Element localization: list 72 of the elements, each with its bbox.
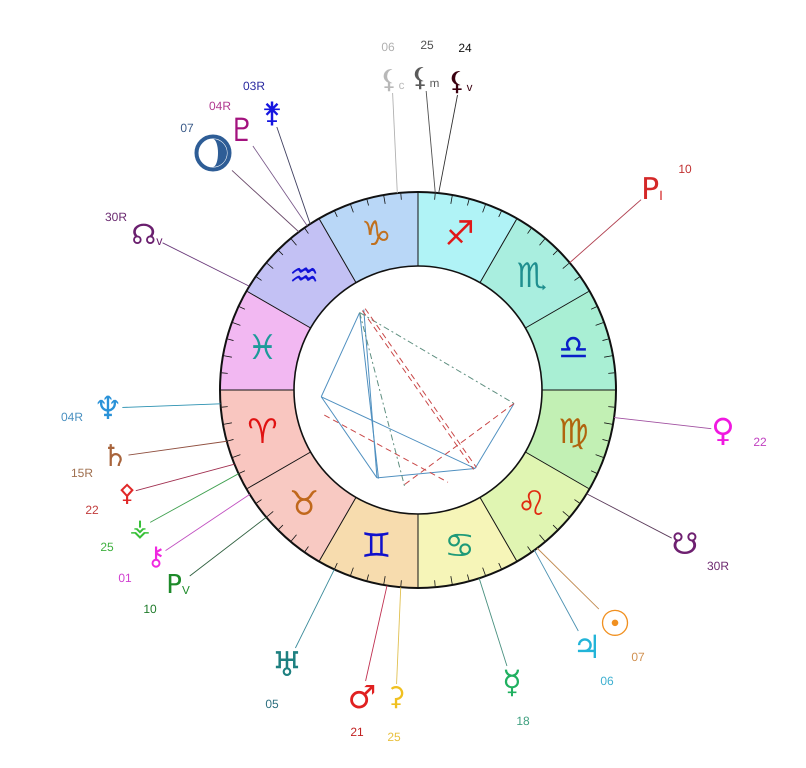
astro-symbol: ♀ — [711, 414, 735, 446]
degree-label: 25 — [420, 39, 434, 51]
astro-symbol: ♄ — [102, 442, 128, 472]
astro-symbol: ⚴ — [118, 481, 136, 505]
astro-symbol: ♅ — [272, 648, 302, 682]
leader-line — [165, 494, 250, 552]
leader-line — [426, 90, 436, 194]
astro-symbol: ♆ — [94, 392, 122, 424]
astro-symbol: ♇ — [228, 114, 256, 146]
degree-label: 25 — [387, 731, 401, 743]
degree-label: 01 — [118, 572, 132, 584]
degree-label: 30R — [707, 560, 729, 572]
degree-label: 22 — [753, 436, 767, 448]
degree-label: 04R — [61, 411, 83, 423]
degree-label: 07 — [631, 651, 645, 663]
zodiac-sign-symbol: ♉ — [288, 486, 320, 521]
zodiac-sign-symbol: ♌ — [516, 486, 548, 521]
degree-label: 24 — [458, 42, 472, 54]
leader-line — [438, 94, 458, 194]
zodiac-sign-symbol: ♍ — [558, 414, 589, 449]
degree-label: 22 — [85, 504, 99, 516]
leader-line — [294, 569, 335, 648]
leader-line — [478, 578, 508, 666]
leader-line — [365, 585, 388, 682]
leader-line — [396, 586, 402, 684]
leader-line — [232, 170, 300, 232]
leader-line — [276, 126, 311, 224]
zodiac-sign-symbol: ♑ — [361, 217, 392, 252]
degree-label: 18 — [516, 715, 530, 727]
zodiac-sign-symbol: ♎ — [558, 331, 589, 366]
degree-label: 21 — [350, 726, 364, 738]
astro-symbol: ☋ — [672, 530, 698, 560]
leader-line — [586, 493, 672, 538]
astro-symbol: ☿ — [502, 666, 522, 698]
leader-line — [150, 473, 239, 523]
zodiac-sign-symbol: ♓ — [247, 331, 278, 366]
degree-label: 10 — [678, 163, 692, 175]
astro-symbol: ☉ — [598, 607, 632, 643]
leader-line — [536, 548, 600, 610]
leader-line — [189, 516, 267, 576]
leader-line — [392, 92, 398, 194]
zodiac-sign-symbol: ♊ — [361, 528, 392, 562]
degree-label: 06 — [381, 41, 395, 53]
leader-line — [569, 199, 642, 264]
astro-symbol: ⚵ — [262, 99, 282, 127]
leader-line — [614, 417, 712, 430]
astro-symbol: ⚳ — [386, 684, 406, 710]
astro-symbol: ♂ — [348, 681, 376, 713]
moon-phase-icon — [194, 134, 232, 172]
degree-label: 03R — [243, 80, 265, 92]
degree-label: 06 — [600, 675, 614, 687]
astro-symbol: ♃ — [572, 631, 602, 663]
degree-label: 15R — [71, 467, 93, 479]
zodiac-sign-symbol: ♋ — [444, 528, 475, 562]
zodiac-sign-symbol: ♒ — [288, 259, 320, 294]
degree-label: 04R — [209, 100, 231, 112]
leader-line — [122, 403, 221, 408]
astro-symbol: ⚷ — [146, 544, 166, 570]
degree-label: 10 — [143, 603, 157, 615]
leader-line — [252, 146, 308, 226]
leader-line — [162, 242, 250, 287]
degree-label: 25 — [100, 541, 114, 553]
degree-label: 30R — [105, 211, 127, 223]
leader-line — [128, 440, 228, 456]
zodiac-sign-symbol: ♏ — [516, 259, 548, 294]
degree-label: 07 — [180, 122, 194, 134]
zodiac-sign-symbol: ♈ — [247, 414, 278, 449]
astro-symbol: ⚶ — [130, 516, 150, 540]
degree-label: 05 — [265, 698, 279, 710]
zodiac-sign-symbol: ♐ — [444, 217, 475, 252]
leader-line — [135, 464, 235, 492]
leader-line — [534, 550, 579, 632]
